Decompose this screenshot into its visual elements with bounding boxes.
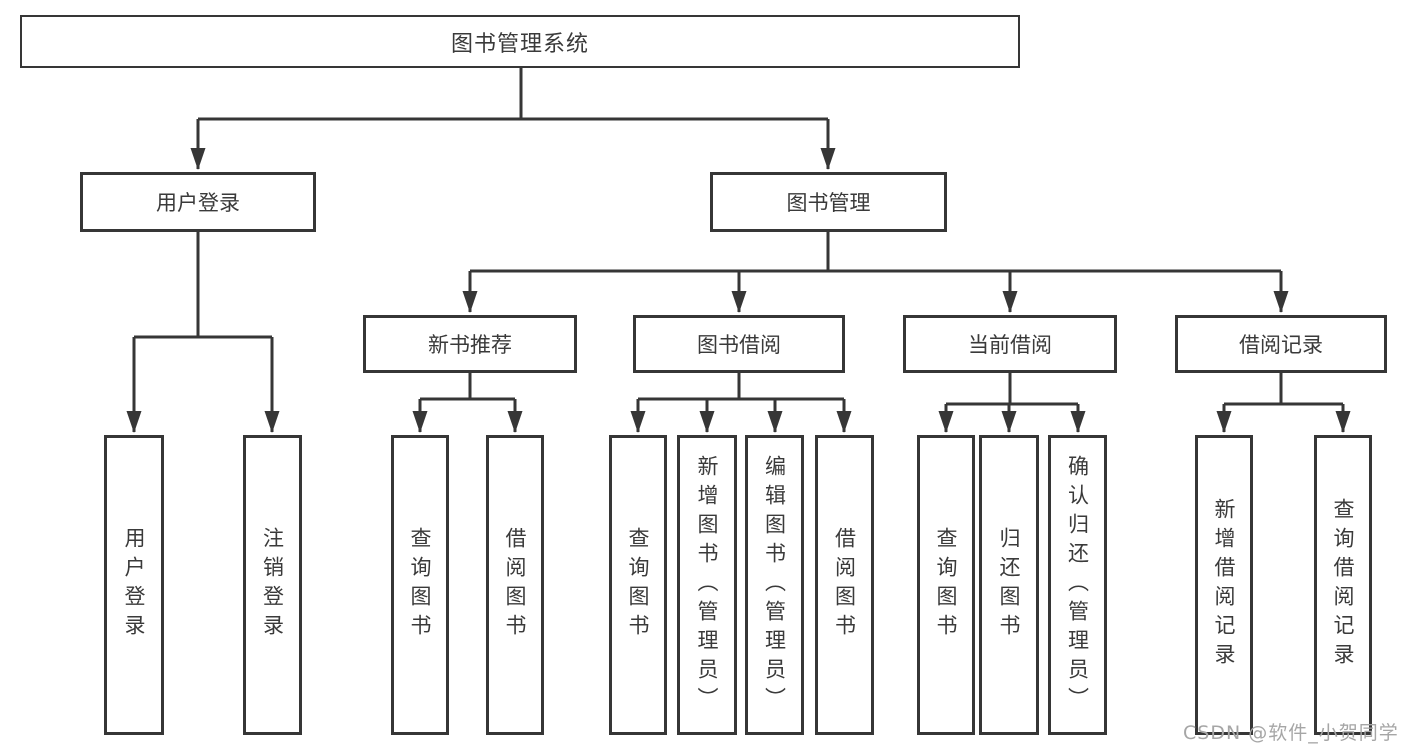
node-book-management-branch: 图书管理: [710, 172, 947, 232]
node-borrow-books-borrowing: 借阅图书: [815, 435, 874, 735]
node-new-book-recommendation: 新书推荐: [363, 315, 577, 373]
node-current-borrowing: 当前借阅: [903, 315, 1117, 373]
node-library-management-system: 图书管理系统: [20, 15, 1020, 68]
node-add-books-admin: 新增图书（管理员）: [677, 435, 737, 735]
node-edit-books-admin: 编辑图书（管理员）: [745, 435, 804, 735]
node-borrow-books-recommend: 借阅图书: [486, 435, 544, 735]
csdn-watermark: CSDN @软件_小贺同学: [1183, 722, 1399, 744]
node-logout: 注销登录: [243, 435, 302, 735]
node-confirm-return-admin: 确认归还（管理员）: [1048, 435, 1107, 735]
node-book-borrowing: 图书借阅: [633, 315, 845, 373]
node-user-login-branch: 用户登录: [80, 172, 316, 232]
node-query-borrow-record: 查询借阅记录: [1314, 435, 1372, 735]
node-query-books-current: 查询图书: [917, 435, 975, 735]
node-return-books: 归还图书: [979, 435, 1039, 735]
node-query-books-recommend: 查询图书: [391, 435, 449, 735]
node-add-borrow-record: 新增借阅记录: [1195, 435, 1253, 735]
node-borrowing-records: 借阅记录: [1175, 315, 1387, 373]
node-query-books-borrowing: 查询图书: [609, 435, 667, 735]
node-user-login: 用户登录: [104, 435, 164, 735]
